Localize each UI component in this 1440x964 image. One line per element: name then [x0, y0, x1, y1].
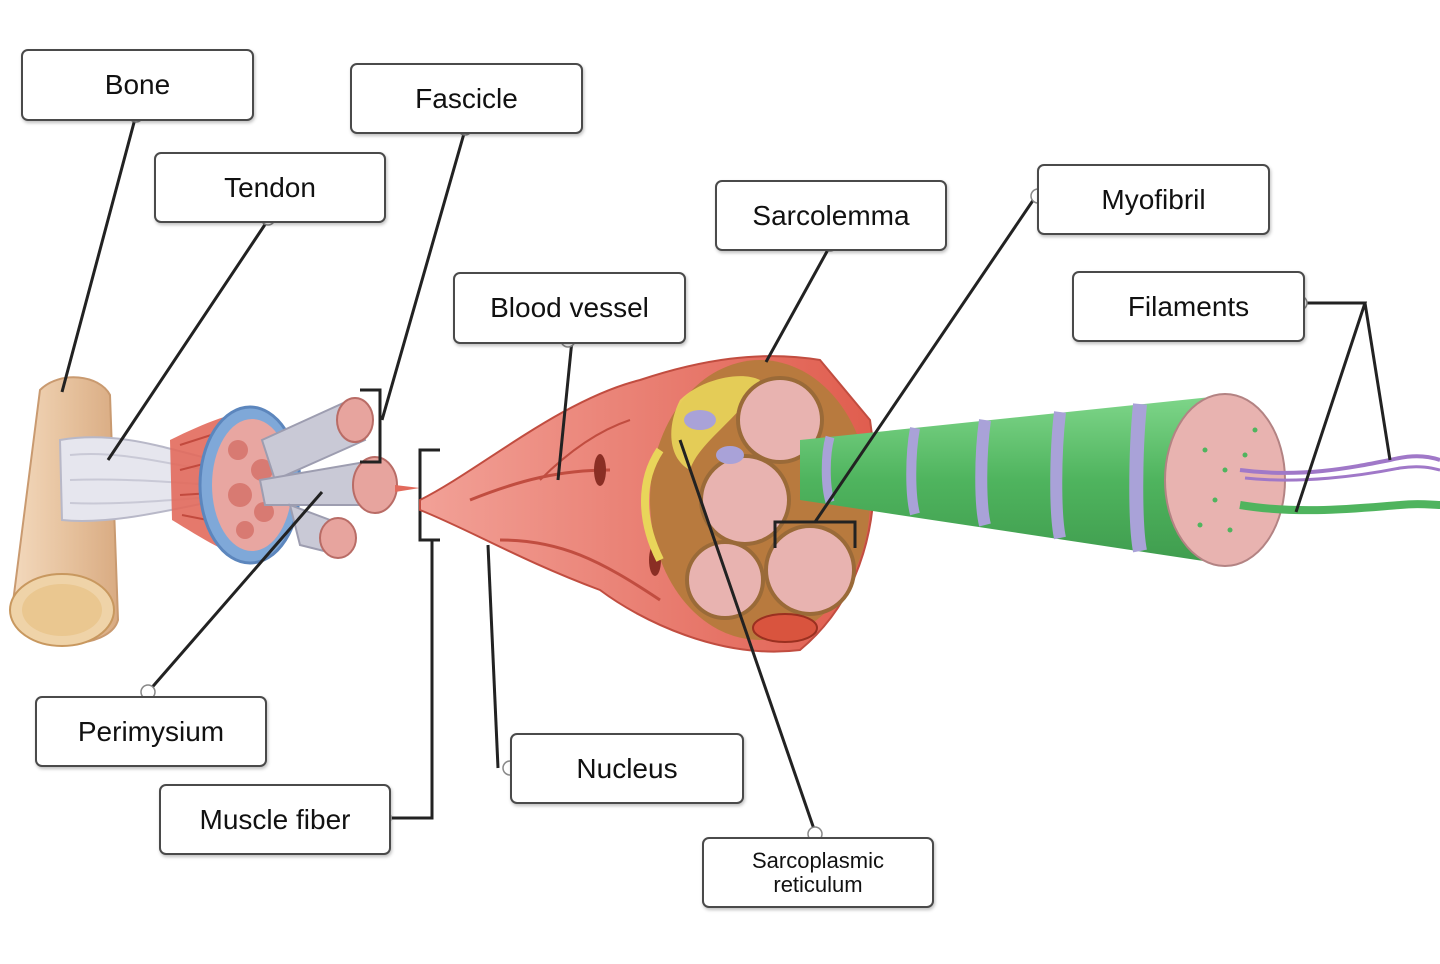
label-nucleus: Nucleus — [510, 733, 744, 804]
leader-bone — [60, 114, 138, 393]
filament-strands — [1239, 454, 1440, 515]
label-sarcoplasmic-reticulum: Sarcoplasmic reticulum — [702, 837, 934, 908]
leader-perimysium — [146, 491, 324, 693]
label-bone: Bone — [21, 49, 254, 121]
label-sarcolemma: Sarcolemma — [715, 180, 947, 251]
leader-sarcolemma — [764, 245, 832, 363]
leader-blood-vessel — [556, 339, 574, 481]
leader-sarcoplasmic-reticulum — [678, 439, 817, 833]
label-sarcoplasmic-reticulum-line1: Sarcoplasmic — [751, 848, 885, 874]
label-muscle-fiber: Muscle fiber — [159, 784, 391, 855]
label-myofibril: Myofibril — [1037, 164, 1270, 235]
leader-muscle-fiber — [392, 540, 434, 820]
label-sarcoplasmic-reticulum-line2: reticulum — [773, 871, 863, 897]
leader-nucleus — [486, 544, 500, 769]
label-blood-vessel: Blood vessel — [453, 272, 686, 344]
leader-filaments — [1294, 301, 1392, 513]
myofibril-cylinder — [800, 393, 1286, 567]
fascicle-bracket — [360, 388, 382, 464]
label-tendon: Tendon — [154, 152, 386, 223]
leader-fascicle — [380, 129, 467, 421]
label-perimysium: Perimysium — [35, 696, 267, 767]
leader-tendon — [106, 219, 270, 461]
leader-lines — [60, 114, 1392, 833]
muscle-fiber-bracket — [418, 448, 440, 542]
leader-myofibril — [813, 195, 1038, 523]
label-filaments: Filaments — [1072, 271, 1305, 342]
fiber-cross-section — [641, 360, 870, 643]
fascicle-bundles — [258, 397, 420, 559]
label-fascicle: Fascicle — [350, 63, 583, 134]
